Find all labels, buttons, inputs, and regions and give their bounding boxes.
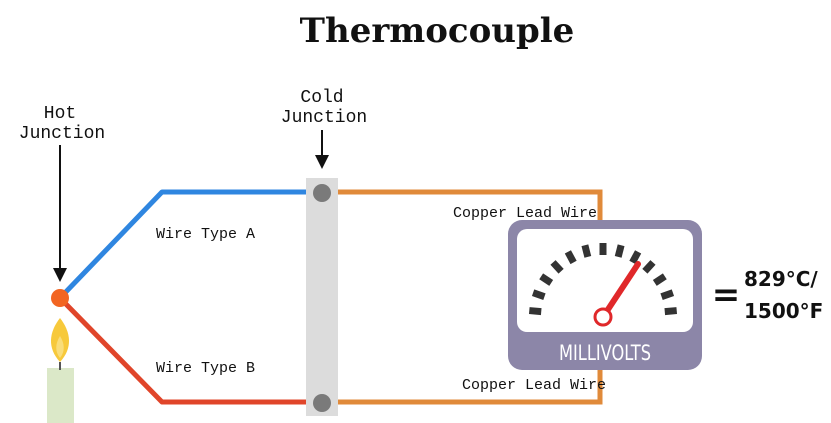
wire-type-a [58, 189, 322, 300]
hot-junction-label-line2: Junction [19, 124, 105, 144]
reading-celsius: 829°C/ [744, 267, 818, 291]
cold-junction-label-line2: Junction [281, 108, 367, 128]
meter-scale-ticks [528, 243, 678, 316]
copper-lead-wire-top [322, 189, 603, 222]
meter-tick [629, 250, 642, 265]
reading-fahrenheit: 1500°F [744, 299, 823, 323]
meter-tick [660, 289, 675, 300]
wire-b-label: Wire Type B [156, 360, 255, 377]
wire-type-b [58, 296, 322, 405]
meter-tick [564, 250, 577, 265]
flame-icon [50, 318, 70, 362]
meter-tick [550, 260, 564, 274]
wire-a-label: Wire Type A [156, 226, 255, 243]
copper-lead-wire-bottom-label: Copper Lead Wire [462, 377, 606, 394]
copper-lead-wire-top-label: Copper Lead Wire [453, 205, 597, 222]
cold-junction-arrow [315, 130, 329, 169]
hot-junction-arrow [53, 145, 67, 282]
copper-lead-wire-bottom [322, 368, 603, 405]
equals-sign: = [712, 275, 741, 315]
hot-junction-dot [51, 289, 69, 307]
candle [47, 368, 74, 423]
meter-dial-face [517, 229, 693, 332]
hot-junction-label-line1: Hot [44, 104, 76, 124]
meter-label: MILLIVOLTS [559, 341, 651, 365]
meter-tick [642, 260, 656, 274]
diagram-title: Thermocouple [300, 11, 575, 51]
meter-tick [531, 289, 546, 300]
meter-tick [539, 273, 554, 286]
meter-tick [614, 244, 625, 258]
cold-junction-block [306, 178, 338, 416]
meter-needle-pivot [593, 307, 613, 327]
cold-junction-label-line1: Cold [300, 88, 343, 108]
meter-tick [652, 273, 667, 286]
meter-tick [528, 307, 542, 316]
terminal-screw-bottom [313, 394, 331, 412]
meter-tick [581, 244, 592, 258]
meter-needle [600, 261, 641, 320]
millivolt-meter: MILLIVOLTS [508, 220, 702, 370]
terminal-screw-top [313, 184, 331, 202]
meter-tick [664, 307, 678, 316]
